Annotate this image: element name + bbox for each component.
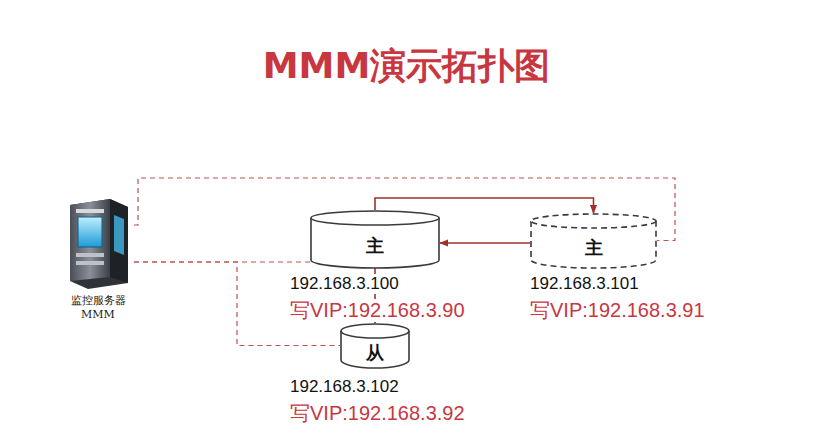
server-slot <box>76 261 104 265</box>
ip-address: 192.168.3.101 <box>528 274 641 294</box>
server-glow <box>114 215 124 255</box>
server-front <box>70 199 110 281</box>
server-slot <box>76 253 104 257</box>
node-label: 主 <box>530 227 657 268</box>
server-edge <box>110 199 128 283</box>
replication-arrow <box>375 198 594 213</box>
vip-address: 写VIP:192.168.3.92 <box>288 402 467 425</box>
monitor-server: 监控服务器 MMM <box>62 195 134 290</box>
ip-address: 192.168.3.100 <box>288 274 401 294</box>
cylinder-top <box>311 211 439 225</box>
node-label: 主 <box>310 224 440 268</box>
diagram-title: MMM演示拓扑图 <box>0 44 813 88</box>
vip-address: 写VIP:192.168.3.91 <box>528 299 707 322</box>
server-label: 监控服务器 MMM <box>68 294 128 322</box>
cylinder-top <box>531 214 656 228</box>
monitor-link <box>134 261 310 262</box>
cylinder-top <box>341 324 409 338</box>
server-icon <box>62 195 134 290</box>
server-side <box>70 199 128 289</box>
master-db: 主192.168.3.100写VIP:192.168.3.90 <box>310 210 440 268</box>
replication-arrow <box>440 242 530 244</box>
standby-master-db: 主192.168.3.101写VIP:192.168.3.91 <box>530 213 657 268</box>
vip-address: 写VIP:192.168.3.90 <box>288 299 467 322</box>
server-screen <box>78 217 102 247</box>
slave-db: 从192.168.3.102写VIP:192.168.3.92 <box>340 323 410 368</box>
node-label: 从 <box>340 337 410 368</box>
ip-address: 192.168.3.102 <box>288 377 401 397</box>
server-drive <box>76 209 104 213</box>
